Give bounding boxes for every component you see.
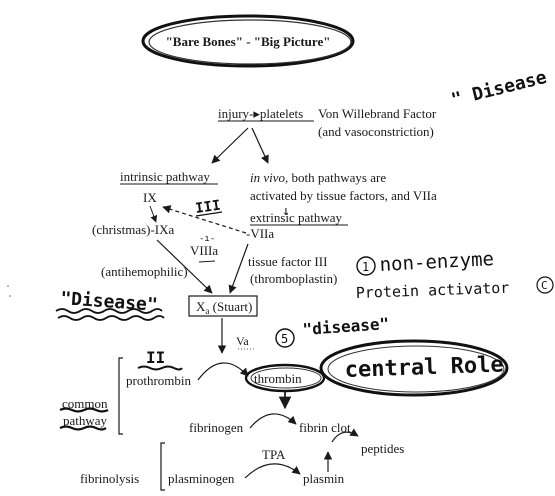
roman-two-squiggle (137, 365, 183, 371)
fibrinolysis-bracket (160, 442, 165, 491)
von-willebrand-label: Von Willebrand Factor (318, 106, 437, 121)
extrinsic-pathway-label: extrinsic pathway (250, 210, 343, 225)
thrombin-circle-outer (244, 363, 326, 393)
injury-platelets-label: injury-▸platelets (218, 106, 303, 121)
disease-annotation-middle: "disease" (302, 314, 390, 339)
plasminogen-label: plasminogen (168, 471, 235, 486)
roman-numeral-three: III (194, 198, 221, 217)
scan-speck (7, 285, 9, 287)
tissue-factor-label: tissue factor III (248, 254, 327, 269)
circled-five-outline (275, 328, 295, 348)
xa-stuart-box (188, 295, 258, 317)
arrow-plasminogen-to-plasmin (244, 463, 301, 479)
disease-left-squiggle-1 (55, 308, 163, 314)
viiia-label: VIIIa (190, 243, 218, 258)
scan-speck (9, 295, 11, 297)
thrombin-label: thrombin (254, 371, 302, 386)
arrow-prothrombin-to-thrombin (197, 362, 249, 381)
non-enzyme-note: non-enzyme (379, 248, 494, 276)
vasoconstriction-label: (and vasoconstriction) (318, 124, 434, 139)
intrinsic-pathway-label: intrinsic pathway (120, 169, 210, 184)
invivo-note-line1: in vivo, both pathways are (250, 170, 386, 185)
peptides-label: peptides (361, 441, 404, 456)
circled-one-outline (356, 256, 376, 276)
disease-annotation-top: " Disease " (449, 62, 555, 111)
fibrinolysis-label: fibrinolysis (80, 471, 139, 486)
viiia-underline (198, 260, 216, 263)
arrow-to-invivo (251, 127, 269, 164)
plasmin-label: plasmin (303, 471, 345, 486)
pathway-underline-squiggle (59, 425, 107, 431)
invivo-note-line2: activated by tissue factors, and VIIa (250, 188, 437, 203)
title-oval (141, 14, 355, 68)
arrow-to-peptides (331, 428, 359, 443)
circled-one-number: 1 (362, 260, 369, 274)
circled-c-outline (536, 276, 554, 294)
antihemophilic-label: (antihemophilic) (101, 264, 188, 279)
viia-label: -VIIa (246, 226, 274, 241)
roman-three-underline (195, 211, 223, 217)
common-pathway-label-2: pathway (63, 413, 108, 428)
circled-c-letter: C (541, 279, 548, 292)
fibrin-clot-label: fibrin clot (299, 420, 351, 435)
arrow-ixa-to-xa (156, 239, 213, 294)
circled-five-number: 5 (281, 332, 288, 346)
dashed-arrow-viia-to-ix (162, 205, 247, 234)
protein-activator-note: Protein activator (356, 279, 510, 302)
page-title: "Bare Bones" - "Big Picture" (166, 34, 331, 49)
christmas-ixa-label: (christmas)-IXa (92, 222, 175, 237)
down-arrow-glyph: ↓ (282, 204, 290, 219)
fibrinogen-label: fibrinogen (189, 420, 244, 435)
va-label: Va (236, 334, 249, 348)
central-role-oval-inner (327, 345, 505, 393)
disease-left-squiggle-2 (57, 315, 165, 321)
ix-label: IX (143, 190, 157, 205)
xa-stuart-label: Xa (Stuart) (196, 299, 252, 316)
central-role-note: central Role (344, 352, 504, 383)
common-pathway-label-1: common (62, 396, 108, 411)
prothrombin-label: prothrombin (126, 373, 191, 388)
disease-annotation-left: "Disease" (60, 288, 159, 316)
arrow-viia-to-xa (228, 243, 249, 294)
viiia-tick-mark: -ı- (199, 234, 215, 244)
thrombin-circle-inner (250, 367, 322, 389)
tpa-label: TPA (262, 447, 286, 462)
thromboplastin-label: (thromboplastin) (250, 271, 337, 286)
common-underline-squiggle (59, 407, 109, 413)
common-pathway-bracket (118, 357, 123, 435)
arrow-ix-to-ixa (149, 205, 158, 223)
arrow-fibrinogen-to-fibrin (249, 413, 297, 429)
arrow-to-intrinsic (211, 127, 249, 164)
central-role-oval (319, 339, 509, 397)
roman-numeral-two: II (146, 348, 165, 367)
